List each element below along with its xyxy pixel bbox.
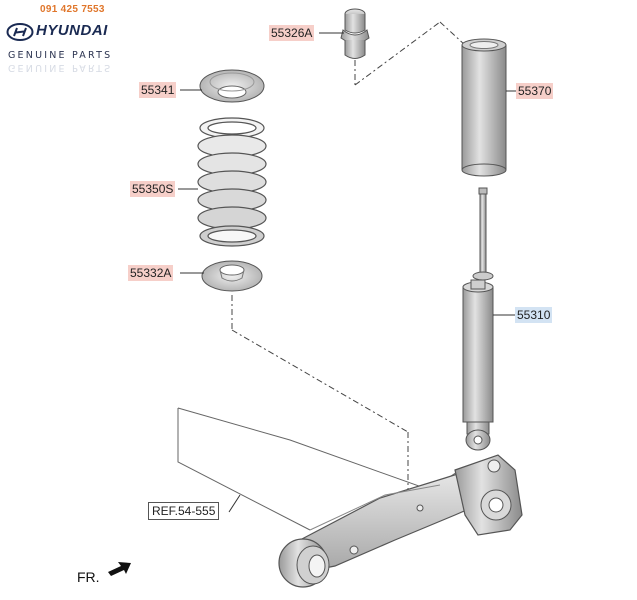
part-label-55332a[interactable]: 55332A xyxy=(128,265,174,281)
hyundai-logo: HYUNDAI xyxy=(6,22,126,44)
front-direction-label: FR. xyxy=(77,569,100,585)
part-label-55326a[interactable]: 55326A xyxy=(269,25,315,41)
part-label-55341[interactable]: 55341 xyxy=(139,82,177,98)
lower-spring-pad-part xyxy=(201,260,263,292)
logo-wordmark: HYUNDAI xyxy=(36,22,108,39)
dashed-leader-lines xyxy=(231,21,466,505)
dust-cover-part xyxy=(461,38,507,177)
coil-spring-part xyxy=(197,117,267,247)
shock-absorber-part xyxy=(462,187,494,451)
part-label-55310[interactable]: 55310 xyxy=(515,307,553,323)
tagline: GENUINE PARTS xyxy=(8,50,113,61)
forward-arrow-icon xyxy=(108,562,131,576)
reference-label[interactable]: REF.54-555 xyxy=(148,502,220,520)
upper-spring-pad-part xyxy=(199,69,265,103)
hyundai-emblem-icon xyxy=(6,23,34,41)
part-label-55370[interactable]: 55370 xyxy=(516,83,554,99)
part-label-55350s[interactable]: 55350S xyxy=(130,181,176,197)
bump-stopper-part xyxy=(340,8,370,88)
torsion-beam-axle xyxy=(177,407,523,588)
phone-number: 091 425 7553 xyxy=(40,4,105,15)
label-leader-lines xyxy=(178,32,516,513)
